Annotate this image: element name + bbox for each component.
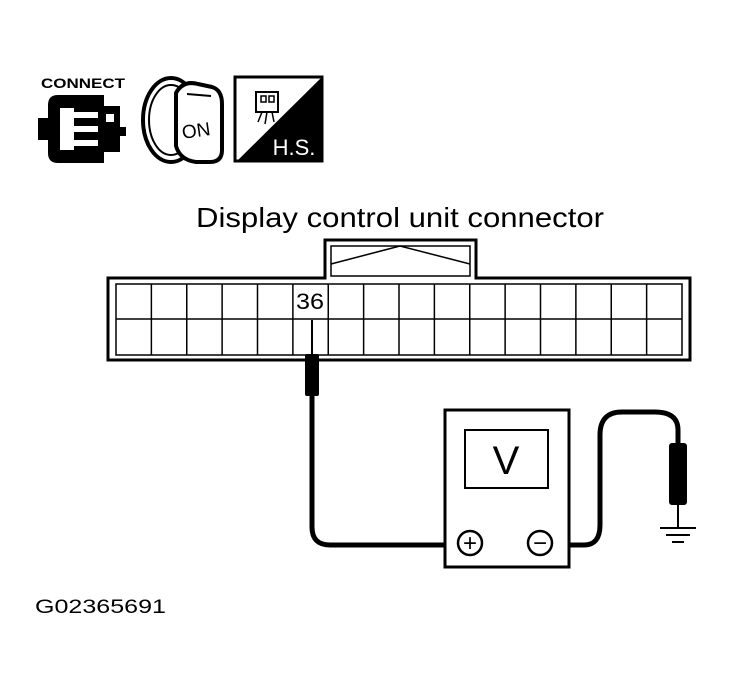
voltmeter: V + − (443, 408, 571, 569)
ignition-on-label: ON (181, 119, 212, 144)
negative-terminal-label: − (533, 530, 547, 557)
positive-terminal-label: + (463, 530, 477, 557)
negative-lead-wire (553, 409, 681, 548)
connector-title: Display control unit connector (196, 202, 604, 233)
connector-cavity-grid (150, 284, 648, 355)
connector-body (106, 238, 692, 362)
connect-label: CONNECT (41, 75, 126, 91)
harness-connector-icon: H.S. (233, 75, 324, 163)
negative-terminal-icon: − (526, 529, 554, 557)
positive-probe (305, 320, 319, 396)
figure-id: G02365691 (35, 597, 166, 618)
voltmeter-symbol: V (493, 439, 520, 483)
positive-lead-wire (309, 396, 458, 548)
pin-36-label: 36 (296, 289, 324, 314)
positive-terminal-icon: + (456, 529, 484, 557)
harness-label: H.S. (273, 135, 316, 160)
ground-probe (669, 443, 687, 528)
connect-icon: CONNECT (38, 75, 126, 163)
ground-icon (660, 527, 696, 543)
ignition-key-icon: ON (141, 76, 224, 164)
